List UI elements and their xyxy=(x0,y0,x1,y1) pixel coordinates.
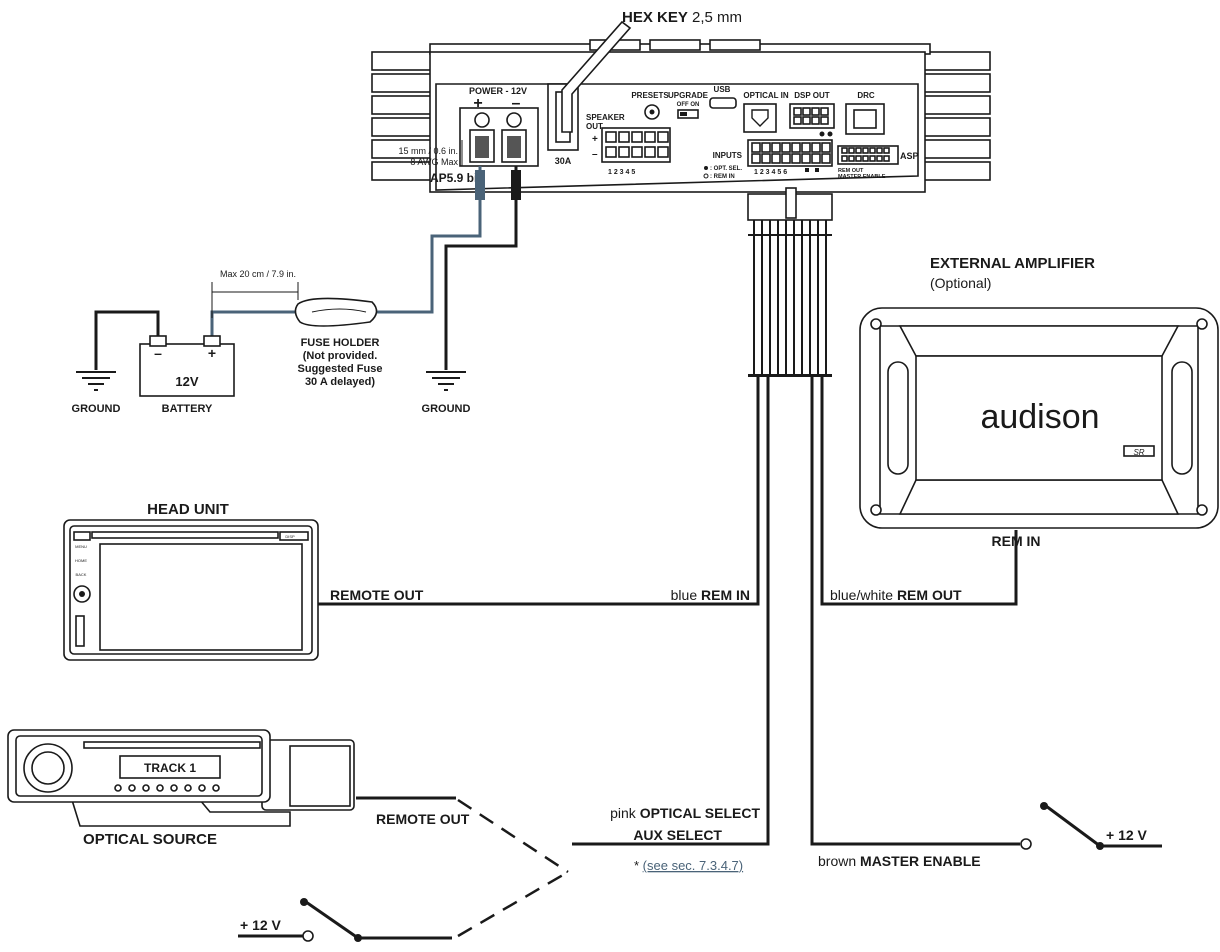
rem-out-wire-label: blue/white REM OUT xyxy=(830,587,962,603)
max-length-label: Max 20 cm / 7.9 in. xyxy=(220,269,296,279)
head-unit-btn-disp: DISP xyxy=(285,534,295,539)
optical-source-display: TRACK 1 xyxy=(144,761,196,775)
inputs-connector xyxy=(747,139,833,167)
power-label: POWER - 12V xyxy=(469,86,527,96)
upgrade-label: UPGRADE xyxy=(668,91,709,100)
drc-label: DRC xyxy=(857,91,875,100)
aux-select-switch xyxy=(238,898,452,942)
optical-source-device xyxy=(7,729,355,827)
fuse-label: 30A xyxy=(555,156,572,166)
upgrade-switch xyxy=(677,109,699,119)
usb-label: USB xyxy=(714,85,731,94)
presets-label: PRESETS xyxy=(631,91,669,100)
fuse-holder-note: (Not provided. xyxy=(303,350,378,362)
speaker-numbers: 1 2 3 4 5 xyxy=(608,169,635,176)
hex-key-label: HEX KEY 2,5 mm xyxy=(622,9,742,26)
ext-amp-title: EXTERNAL AMPLIFIER xyxy=(930,255,1095,272)
fuse-holder-title: FUSE HOLDER xyxy=(301,337,380,349)
max-length-dimension xyxy=(211,282,299,318)
speaker-out-label-2: OUT xyxy=(586,122,603,131)
dashed-remote-link xyxy=(457,798,569,874)
speaker-plus-label: + xyxy=(592,134,598,145)
speaker-minus-label: – xyxy=(592,149,598,160)
head-unit-btn-back: BACK xyxy=(76,572,87,577)
optical-source-title: OPTICAL SOURCE xyxy=(83,831,217,848)
head-unit-btn-home: HOME xyxy=(75,558,87,563)
asp-label: ASP xyxy=(900,151,919,161)
opt-sel-label: : OPT. SEL. xyxy=(710,166,742,172)
power-minus-label: – xyxy=(512,95,521,112)
ground-label-right: GROUND xyxy=(422,403,471,415)
see-section-note: * (see sec. 7.3.4.7) xyxy=(634,858,743,873)
input-harness xyxy=(318,187,1020,846)
ground-icon-right xyxy=(426,371,466,391)
battery-plus: + xyxy=(208,345,216,361)
plus12-left-label: + 12 V xyxy=(240,917,282,933)
ext-amp-subtitle: (Optional) xyxy=(930,275,991,291)
off-on-label: OFF ON xyxy=(677,102,700,108)
processor-unit: POWER - 12V + – 15 mm / 0.6 in. 8 AWG Ma… xyxy=(371,9,991,193)
fuse-holder-suggestion: Suggested Fuse xyxy=(298,363,383,375)
speaker-out-connector xyxy=(601,127,671,163)
battery-label: BATTERY xyxy=(162,403,213,415)
ext-amp-brand: audison xyxy=(980,398,1099,436)
dashed-12v-link xyxy=(457,870,569,938)
cable-spec-gauge: 8 AWG Max xyxy=(410,157,458,167)
master-enable-small-label: MASTER ENABLE xyxy=(838,174,886,180)
master-enable-wire-label: brown MASTER ENABLE xyxy=(818,853,981,869)
battery-icon xyxy=(139,335,235,397)
rem-out-small-label: REM OUT xyxy=(838,168,864,174)
dsp-out-connector xyxy=(789,103,835,129)
ext-amp-rem-in: REM IN xyxy=(992,533,1041,549)
fuse-holder-rating: 30 A delayed) xyxy=(305,376,375,388)
head-unit-device xyxy=(63,519,319,661)
cable-spec-length: 15 mm / 0.6 in. xyxy=(398,146,458,156)
plus12-right-label: + 12 V xyxy=(1106,827,1148,843)
rem-in-wire-label: blue REM IN xyxy=(671,587,750,603)
power-terminal xyxy=(459,107,539,167)
speaker-out-label-1: SPEAKER xyxy=(586,113,625,122)
ext-amp-body xyxy=(859,307,1219,529)
battery-minus: – xyxy=(154,345,162,361)
see-section-link[interactable]: (see sec. 7.3.4.7) xyxy=(643,858,743,873)
model-label: AP5.9 bi xyxy=(430,171,477,185)
ground-icon-left xyxy=(76,371,116,391)
dsp-out-label: DSP OUT xyxy=(794,91,830,100)
heatsink-right xyxy=(921,51,991,181)
master-enable-switch xyxy=(1020,802,1162,850)
hex-key-icon xyxy=(561,20,632,133)
asp-connector xyxy=(837,145,899,165)
optical-source-remote-out: REMOTE OUT xyxy=(376,811,470,827)
head-unit-btn-menu: MENU xyxy=(75,544,87,549)
inputs-label: INPUTS xyxy=(713,151,743,160)
optical-select-wire-label: pink OPTICAL SELECT xyxy=(610,805,760,821)
fuse-holder xyxy=(294,297,378,327)
head-unit-title: HEAD UNIT xyxy=(147,501,229,518)
battery-voltage: 12V xyxy=(175,374,198,389)
aux-select-label: AUX SELECT xyxy=(633,827,722,843)
rem-in-small-label: : REM IN xyxy=(710,174,735,180)
ground-label-left: GROUND xyxy=(72,403,121,415)
head-unit-remote-out: REMOTE OUT xyxy=(330,587,424,603)
optical-in-label: OPTICAL IN xyxy=(743,91,788,100)
input-numbers: 1 2 3 4 5 6 xyxy=(754,169,787,176)
ext-amp-badge: SR xyxy=(1133,448,1144,457)
power-plus-label: + xyxy=(473,95,482,112)
optical-in-port xyxy=(743,103,777,133)
usb-port-icon xyxy=(709,97,737,109)
